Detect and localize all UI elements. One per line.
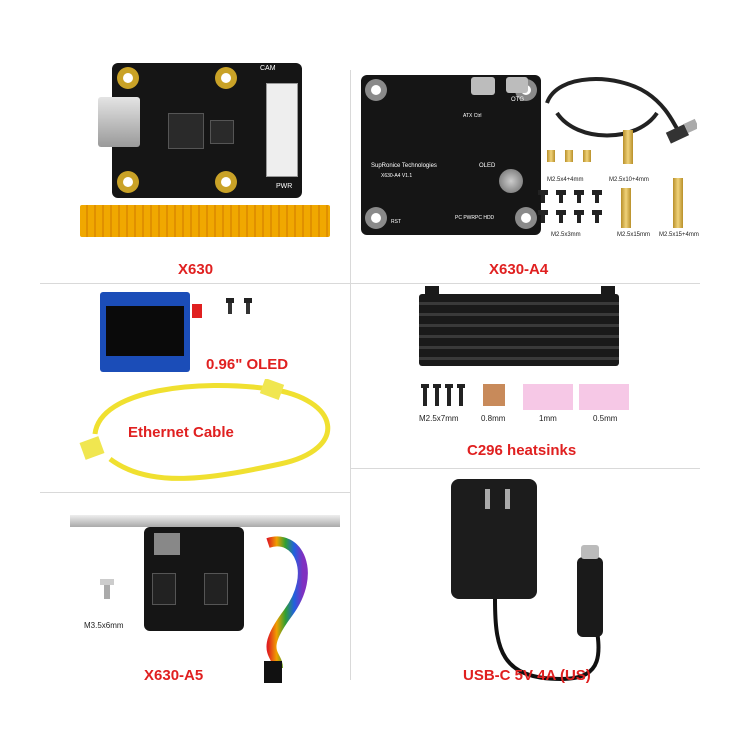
ethernet-label: Ethernet Cable bbox=[128, 424, 234, 441]
standoff-m25-15-4 bbox=[673, 178, 683, 228]
pad08-label: 0.8mm bbox=[481, 414, 506, 423]
a4-hole-br bbox=[515, 207, 537, 229]
psu-cell: USB-C 5V 4A (US) bbox=[351, 469, 700, 693]
psu-prong-1 bbox=[485, 489, 490, 509]
ethernet-cable bbox=[79, 379, 330, 481]
psu-body bbox=[451, 479, 537, 599]
oled-label: 0.96" OLED bbox=[206, 356, 289, 373]
x630-cell: CAM PWR X630 bbox=[60, 55, 350, 283]
oled-screw-2 bbox=[244, 298, 252, 314]
pad05-label: 0.5mm bbox=[593, 414, 618, 423]
divider-h2-left bbox=[40, 492, 350, 493]
x630-a5-label: X630-A5 bbox=[144, 667, 204, 684]
x630-label: X630 bbox=[178, 261, 214, 278]
usbc-plug-body bbox=[577, 557, 603, 637]
oled-cell: 0.96" OLED Ethernet Cable bbox=[40, 284, 350, 492]
pad1-label: 1mm bbox=[539, 414, 557, 423]
standoff-m25-15 bbox=[621, 188, 631, 228]
heatsink-cell: M2.5x7mm 0.8mm 1mm 0.5mm C296 heatsinks bbox=[351, 284, 700, 468]
pwr-label: PWR bbox=[276, 183, 293, 190]
cable-connector bbox=[264, 661, 282, 683]
heatsink-body bbox=[419, 294, 619, 366]
csi-connector bbox=[266, 83, 298, 177]
usbc-port-2 bbox=[506, 77, 528, 93]
brand-label: SupRonice Technologies bbox=[371, 163, 437, 169]
oled-screw-1 bbox=[226, 298, 234, 314]
pcie-bracket bbox=[70, 515, 340, 527]
thermal-pad-05mm bbox=[579, 384, 629, 410]
oled-screen bbox=[106, 306, 184, 356]
a4-hole-bl bbox=[365, 207, 387, 229]
rj45-port bbox=[154, 533, 180, 555]
pc-hdd-label: PC HDD bbox=[475, 215, 495, 221]
copper-pad bbox=[483, 384, 505, 406]
oled-connector bbox=[192, 304, 202, 318]
ribbon-cable bbox=[80, 205, 330, 237]
m25x15x4-label: M2.5x15+4mm bbox=[659, 232, 699, 238]
x630-a5-cell: M3.5x6mm X630-A5 bbox=[40, 493, 350, 693]
psu-label: USB-C 5V 4A (US) bbox=[463, 667, 591, 684]
standoff-m25-10 bbox=[623, 130, 633, 164]
oled-header-label: OLED bbox=[479, 163, 496, 169]
rst-label: RST bbox=[391, 219, 401, 225]
standoff-m25-4-3 bbox=[583, 150, 591, 162]
x630-chip-1 bbox=[168, 113, 204, 149]
hdmi-port bbox=[98, 97, 140, 147]
m35-screw bbox=[100, 579, 114, 599]
small-screws-a4 bbox=[538, 190, 602, 223]
m25x3-label: M2.5x3mm bbox=[551, 232, 581, 238]
x630-a4-label: X630-A4 bbox=[489, 261, 549, 278]
model-label: X630-A4 V1.1 bbox=[381, 173, 413, 179]
cam-label: CAM bbox=[260, 65, 276, 72]
x630-hole-tl bbox=[117, 67, 139, 89]
psu-prong-2 bbox=[505, 489, 510, 509]
thermal-pad-1mm bbox=[523, 384, 573, 410]
atx-label: ATX Ctrl bbox=[463, 113, 482, 119]
standoff-m25-4-2 bbox=[565, 150, 573, 162]
usbc-port-1 bbox=[471, 77, 495, 95]
a5-header-2 bbox=[204, 573, 228, 605]
x630-hole-tr bbox=[215, 67, 237, 89]
a5-header-1 bbox=[152, 573, 176, 605]
usb-cable bbox=[545, 77, 697, 144]
usbc-plug-tip bbox=[581, 545, 599, 559]
rainbow-cable bbox=[266, 536, 308, 669]
coin-battery bbox=[499, 169, 523, 193]
m25x4x4-label: M2.5x4+4mm bbox=[547, 177, 584, 183]
otg-label: OTG bbox=[511, 97, 524, 103]
x630-chip-2 bbox=[210, 120, 234, 144]
divider-h1 bbox=[40, 283, 700, 284]
x630-a4-board bbox=[361, 75, 541, 235]
pc-pwr-label: PC PWR bbox=[455, 215, 475, 221]
m25x15-label: M2.5x15mm bbox=[617, 232, 651, 238]
heatsink-tab-right bbox=[601, 286, 615, 298]
x630-hole-bl bbox=[117, 171, 139, 193]
heatsink-screws bbox=[421, 384, 465, 406]
standoff-m25-4-1 bbox=[547, 150, 555, 162]
heatsinks-label: C296 heatsinks bbox=[467, 442, 577, 459]
a4-hole-tl bbox=[365, 79, 387, 101]
x630-hole-br bbox=[215, 171, 237, 193]
heatsink-tab-left bbox=[425, 286, 439, 298]
m25x7-label: M2.5x7mm bbox=[419, 414, 459, 423]
m25x10x4-label: M2.5x10+4mm bbox=[609, 177, 649, 183]
x630-a4-cell: OTG ATX Ctrl SupRonice Technologies X630… bbox=[351, 55, 700, 283]
divider-vertical bbox=[350, 70, 351, 680]
divider-h2-right bbox=[350, 468, 700, 469]
m35x6-label: M3.5x6mm bbox=[84, 621, 124, 630]
